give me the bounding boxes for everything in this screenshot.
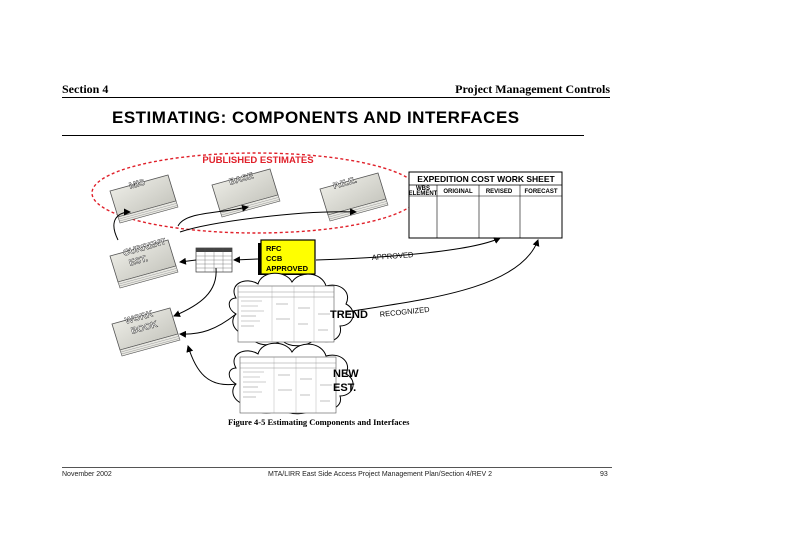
worksheet-title: EXPEDITION COST WORK SHEET xyxy=(417,174,555,184)
approval-rfc: RFC xyxy=(266,244,282,253)
trend-cloud: TREND xyxy=(228,272,368,347)
book-mis: MIS xyxy=(109,174,179,224)
published-estimates-label: PUBLISHED ESTIMATES xyxy=(202,155,313,166)
arrow-current-to-pee xyxy=(179,208,357,233)
approval-box xyxy=(260,239,316,275)
arrow-current-to-mis xyxy=(113,208,131,241)
arrow-newest-to-workbook xyxy=(186,345,237,386)
trend-label: TREND xyxy=(330,309,368,321)
new-est-label-1: NEW xyxy=(333,368,359,380)
book-pee: P.E.E. xyxy=(319,172,389,222)
arrow-approval-to-worksheet xyxy=(315,237,501,261)
expedition-cost-worksheet: EXPEDITION COST WORK SHEET WBS ELEMENT O… xyxy=(408,171,563,239)
book-base: BASE xyxy=(211,168,281,218)
figure-caption: Figure 4-5 Estimating Components and Int… xyxy=(228,417,410,427)
approved-arrow-label: APPROVED xyxy=(372,250,415,262)
approval-approved: APPROVED xyxy=(266,264,309,273)
worksheet-col-wbs-1: WBS xyxy=(416,186,430,192)
approval-ccb: CCB xyxy=(266,254,283,263)
book-current-est: CURRENT EST. xyxy=(109,236,179,289)
worksheet-col-original: ORIGINAL xyxy=(443,189,473,195)
footer-date: November 2002 xyxy=(62,471,112,478)
section-label: Section 4 xyxy=(62,82,109,96)
arrow-current-to-workbook xyxy=(173,267,217,317)
arrow-current-to-base xyxy=(177,204,249,227)
arrow-sheet-to-current xyxy=(179,257,197,265)
recognized-arrow-label: RECOGNIZED xyxy=(379,305,430,319)
footer-rule xyxy=(62,467,612,468)
title-rule xyxy=(62,135,584,136)
header-rule xyxy=(62,97,610,98)
arrow-trend-to-workbook xyxy=(179,313,237,338)
small-spreadsheet-icon xyxy=(195,247,233,273)
new-est-cloud: NEW EST. xyxy=(228,342,359,415)
new-est-label-2: EST. xyxy=(333,382,356,394)
arrow-trend-to-worksheet xyxy=(345,239,540,313)
book-work-book: WORK BOOK xyxy=(111,307,181,357)
chapter-title: Project Management Controls xyxy=(455,82,610,96)
worksheet-col-revised: REVISED xyxy=(486,189,513,195)
worksheet-col-forecast: FORECAST xyxy=(525,189,558,195)
footer-page-number: 93 xyxy=(600,471,608,478)
footer-document: MTA/LIRR East Side Access Project Manage… xyxy=(268,471,492,478)
worksheet-col-wbs-2: ELEMENT xyxy=(409,191,438,197)
arrow-approval-to-sheet xyxy=(233,256,259,264)
page-title: ESTIMATING: COMPONENTS AND INTERFACES xyxy=(112,108,520,127)
book-mis-label: MIS xyxy=(128,177,146,191)
